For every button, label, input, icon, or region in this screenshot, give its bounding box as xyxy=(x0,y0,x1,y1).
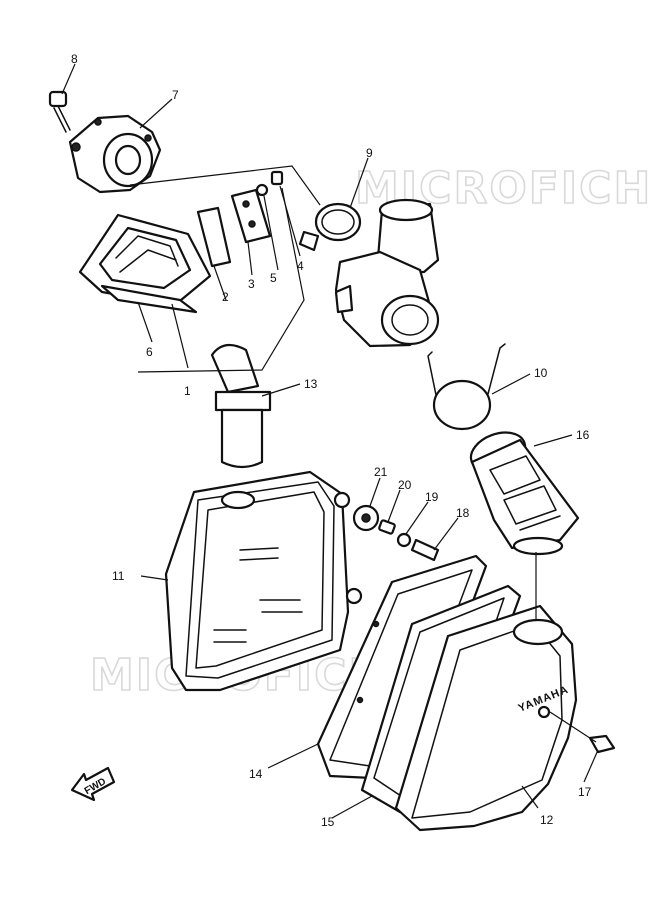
callout-19: 19 xyxy=(425,490,439,504)
washer-part xyxy=(396,532,412,548)
callout-20: 20 xyxy=(398,478,412,492)
callout-4: 4 xyxy=(297,259,304,273)
fwd-arrow-icon: FWD xyxy=(70,766,116,802)
washer-screw-part xyxy=(255,170,284,197)
callout-6: 6 xyxy=(146,345,153,359)
callout-7: 7 xyxy=(172,88,179,102)
leader-lines xyxy=(61,63,599,819)
callout-11: 11 xyxy=(112,569,125,583)
air-filter-case-part xyxy=(164,470,363,692)
callout-17: 17 xyxy=(578,785,592,799)
reed-valve-assembly xyxy=(78,213,212,314)
callout-13: 13 xyxy=(304,377,318,391)
callout-16: 16 xyxy=(576,428,590,442)
reed-stopper-part xyxy=(230,188,272,244)
bolt-part xyxy=(48,90,71,133)
joint-tube-part xyxy=(210,343,272,469)
wire-clamp-part xyxy=(427,343,506,431)
collar-part xyxy=(378,519,396,535)
cover-screw-part xyxy=(588,734,616,754)
callout-1: 1 xyxy=(184,384,191,398)
callout-3: 3 xyxy=(248,277,255,291)
intake-duct-part xyxy=(469,431,580,556)
callout-15: 15 xyxy=(321,815,335,829)
reed-plate-part xyxy=(196,206,232,268)
callout-12: 12 xyxy=(540,813,554,827)
callout-14: 14 xyxy=(249,767,263,781)
callout-21: 21 xyxy=(374,465,388,479)
grommet-part xyxy=(352,504,380,532)
hose-clamp-part xyxy=(298,202,362,252)
callout-5: 5 xyxy=(270,271,277,285)
screw-part xyxy=(410,538,440,562)
callout-8: 8 xyxy=(71,52,78,66)
callout-9: 9 xyxy=(366,146,373,160)
callout-10: 10 xyxy=(534,366,548,380)
carburetor-part xyxy=(334,198,440,348)
callout-18: 18 xyxy=(456,506,470,520)
callout-2: 2 xyxy=(222,290,229,304)
callout-labels: 8 7 9 4 5 3 2 6 1 10 13 16 21 20 19 18 1… xyxy=(71,52,592,829)
air-filter-cover-part: YAMAHA xyxy=(394,604,578,832)
intake-manifold-part xyxy=(68,114,162,194)
